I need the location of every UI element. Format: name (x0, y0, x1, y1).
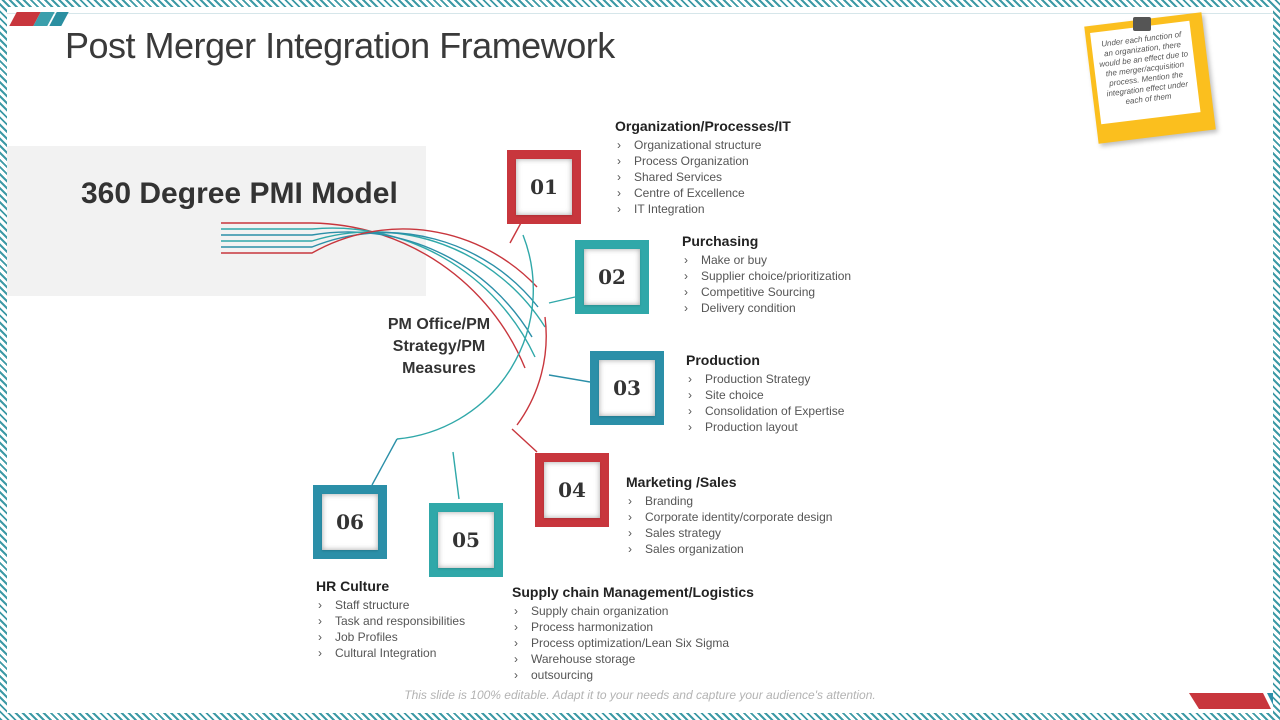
list-item: Make or buy (682, 252, 851, 268)
section-title: Organization/Processes/IT (615, 118, 791, 134)
number-06: 06 (322, 494, 378, 550)
number-box-04: 04 (535, 453, 609, 527)
page-title: Post Merger Integration Framework (65, 25, 615, 66)
section-list: Staff structureTask and responsibilities… (316, 597, 465, 661)
section-title: HR Culture (316, 578, 390, 594)
section-hr-culture: HR Culture Staff structureTask and respo… (316, 578, 465, 661)
section-production: Production Production StrategySite choic… (686, 352, 844, 435)
list-item: outsourcing (512, 667, 754, 683)
footer-note: This slide is 100% editable. Adapt it to… (404, 688, 876, 702)
stream-line-5 (221, 231, 539, 308)
list-item: Organizational structure (615, 137, 791, 153)
section-purchasing: Purchasing Make or buySupplier choice/pr… (682, 233, 851, 316)
number-box-02: 02 (575, 240, 649, 314)
list-item: IT Integration (615, 201, 791, 217)
section-title: Marketing /Sales (626, 474, 737, 490)
sticky-note: Under each function of an organization, … (1084, 12, 1216, 144)
number-03: 03 (599, 360, 655, 416)
connector-01 (509, 220, 523, 244)
section-title: Production (686, 352, 760, 368)
list-item: Cultural Integration (316, 645, 465, 661)
list-item: Consolidation of Expertise (686, 403, 844, 419)
connector-04 (511, 428, 538, 453)
list-item: Site choice (686, 387, 844, 403)
list-item: Supply chain organization (512, 603, 754, 619)
number-02: 02 (584, 249, 640, 305)
stream-line-3 (221, 231, 533, 338)
binder-clip-icon (1133, 17, 1151, 31)
stream-line-1 (221, 222, 526, 369)
connector-lines (221, 220, 591, 500)
list-item: Delivery condition (682, 300, 851, 316)
list-item: Production Strategy (686, 371, 844, 387)
list-item: Competitive Sourcing (682, 284, 851, 300)
section-list: Organizational structureProcess Organiza… (615, 137, 791, 217)
list-item: Process optimization/Lean Six Sigma (512, 635, 754, 651)
model-title-panel (7, 146, 426, 296)
list-item: Process harmonization (512, 619, 754, 635)
corner-accent (1189, 693, 1273, 709)
connector-03 (548, 374, 591, 383)
sticky-note-text: Under each function of an organization, … (1090, 20, 1201, 125)
connector-05 (452, 451, 460, 500)
model-title: 360 Degree PMI Model (81, 177, 398, 210)
main-arc-red (516, 316, 547, 426)
section-marketing: Marketing /Sales BrandingCorporate ident… (626, 474, 832, 557)
section-organization: Organization/Processes/IT Organizational… (615, 118, 791, 217)
number-box-01: 01 (507, 150, 581, 224)
number-box-05: 05 (429, 503, 503, 577)
list-item: Process Organization (615, 153, 791, 169)
list-item: Production layout (686, 419, 844, 435)
number-04: 04 (544, 462, 600, 518)
stream-line-4 (221, 231, 546, 328)
list-item: Corporate identity/corporate design (626, 509, 832, 525)
center-label: PM Office/PM Strategy/PM Measures (387, 316, 491, 377)
connector-02 (548, 296, 576, 304)
list-item: Job Profiles (316, 629, 465, 645)
list-item: Shared Services (615, 169, 791, 185)
slide: Post Merger Integration Framework 360 De… (7, 7, 1273, 713)
number-05: 05 (438, 512, 494, 568)
number-box-06: 06 (313, 485, 387, 559)
section-supply-chain: Supply chain Management/Logistics Supply… (512, 584, 754, 683)
list-item: Sales organization (626, 541, 832, 557)
list-item: Sales strategy (626, 525, 832, 541)
section-list: Production StrategySite choiceConsolidat… (686, 371, 844, 435)
section-title: Supply chain Management/Logistics (512, 584, 754, 600)
top-divider (7, 13, 1273, 14)
section-title: Purchasing (682, 233, 759, 249)
list-item: Branding (626, 493, 832, 509)
list-item: Task and responsibilities (316, 613, 465, 629)
list-item: Supplier choice/prioritization (682, 268, 851, 284)
stream-line-2 (221, 227, 536, 358)
stream-line-6 (221, 228, 538, 288)
list-item: Staff structure (316, 597, 465, 613)
section-list: Supply chain organizationProcess harmoni… (512, 603, 754, 683)
section-list: Make or buySupplier choice/prioritizatio… (682, 252, 851, 316)
connector-06 (371, 438, 398, 486)
list-item: Warehouse storage (512, 651, 754, 667)
number-box-03: 03 (590, 351, 664, 425)
list-item: Centre of Excellence (615, 185, 791, 201)
main-arc (396, 234, 534, 440)
section-list: BrandingCorporate identity/corporate des… (626, 493, 832, 557)
number-01: 01 (516, 159, 572, 215)
